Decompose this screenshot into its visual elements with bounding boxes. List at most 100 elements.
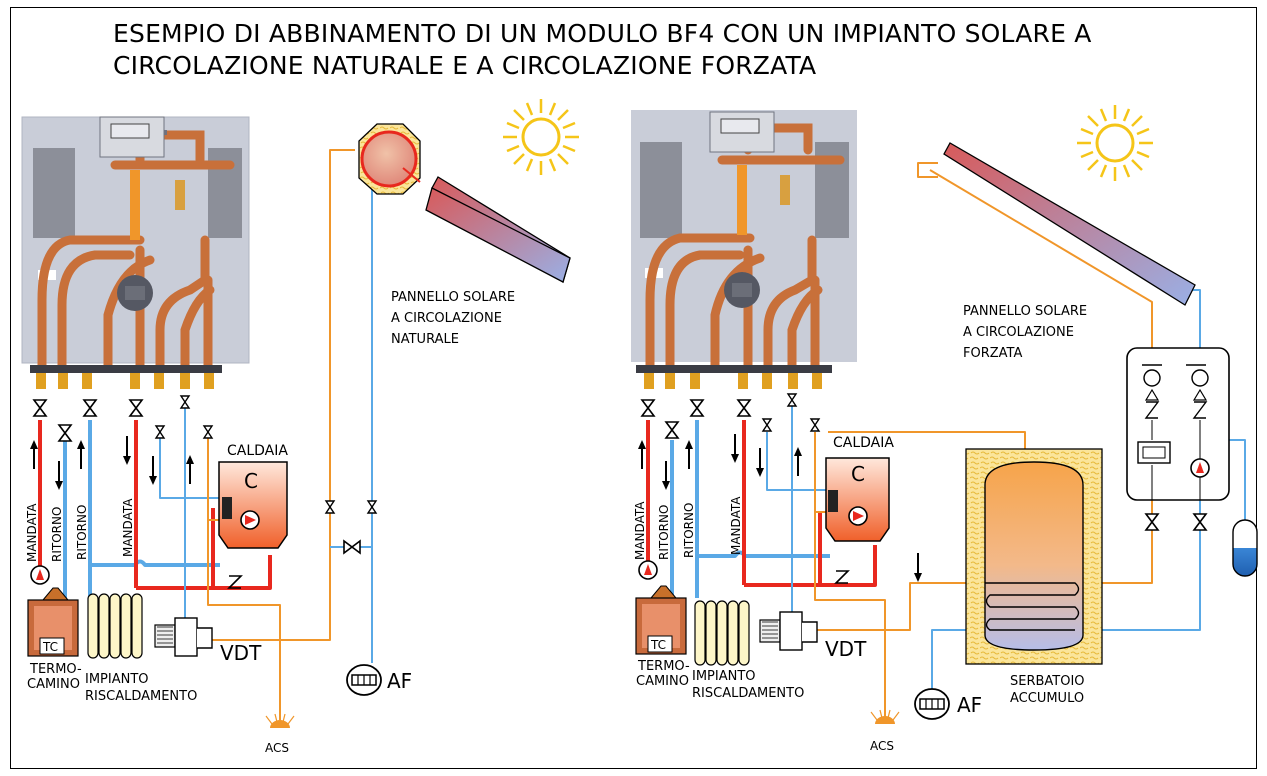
solar-panel-forced-icon	[943, 142, 1196, 306]
label-panel: A CIRCOLAZIONE	[391, 311, 502, 326]
water-meter-icon	[346, 664, 382, 696]
valve-icon	[33, 399, 47, 417]
pump-icon	[240, 510, 260, 530]
flow-arrow-up-icon	[185, 454, 195, 485]
label-panel: PANNELLO SOLARE	[963, 304, 1087, 319]
valve-icon	[1193, 513, 1207, 531]
termocamino-icon	[635, 585, 687, 655]
flow-arrow-up-icon	[684, 439, 694, 470]
diagram-frame	[10, 7, 1257, 769]
right-components	[635, 103, 1258, 725]
label-ritorno: RITORNO	[657, 505, 671, 560]
solar-collector-natural-icon	[358, 123, 571, 284]
boiler-icon	[825, 457, 890, 542]
label-panel: NATURALE	[391, 332, 459, 347]
label-serbatoio: SERBATOIO	[1010, 674, 1085, 689]
thermostatic-mixing-valve-icon	[154, 617, 213, 657]
shower-icon	[265, 712, 295, 729]
flow-arrow-down-icon	[755, 447, 765, 478]
flow-arrow-down-icon	[54, 460, 64, 491]
label-tc: TC	[650, 638, 666, 652]
termocamino-icon	[27, 587, 79, 657]
flow-arrow-down-icon	[148, 455, 158, 486]
label-af: AF	[957, 693, 982, 717]
label-tc: TC	[42, 640, 58, 654]
thermostatic-mixing-valve-icon	[759, 611, 818, 651]
label-af: AF	[387, 669, 412, 693]
valve-icon	[1145, 513, 1159, 531]
right-labels: MANDATA RITORNO RITORNO MANDATA CALDAIA …	[633, 304, 1087, 753]
label-termocamino: TERMO-	[29, 662, 82, 677]
valve-icon	[641, 399, 655, 417]
label-acs: ACS	[265, 741, 289, 755]
label-accumulo: ACCUMULO	[1010, 691, 1084, 706]
radiator-icon	[87, 593, 143, 659]
flow-arrow-down-icon	[913, 552, 923, 583]
label-ritorno: RITORNO	[50, 507, 64, 562]
label-acs: ACS	[870, 739, 894, 753]
left-components	[27, 97, 581, 729]
label-termocamino: TERMO-	[637, 659, 690, 674]
flow-arrow-up-icon	[637, 439, 647, 470]
label-mandata: MANDATA	[729, 496, 743, 555]
diagram-title-line-2: CIRCOLAZIONE NATURALE E A CIRCOLAZIONE F…	[113, 51, 817, 80]
sun-icon	[1075, 103, 1155, 183]
valve-icon	[690, 399, 704, 417]
flow-arrow-up-icon	[29, 439, 39, 470]
left-labels: MANDATA RITORNO RITORNO MANDATA CALDAIA …	[25, 290, 515, 755]
label-caldaia-letter: C	[851, 462, 865, 486]
label-panel: A CIRCOLAZIONE	[963, 325, 1074, 340]
label-ritorno: RITORNO	[75, 505, 89, 560]
left-piping	[38, 149, 373, 720]
label-termocamino: CAMINO	[27, 677, 80, 692]
solar-pump-station-icon	[1126, 347, 1230, 501]
shower-icon	[870, 708, 900, 725]
valve-icon	[155, 425, 165, 439]
valve-icon	[762, 418, 772, 432]
valve-icon	[203, 425, 213, 439]
left-module-bf4	[21, 116, 250, 389]
valve-icon	[367, 500, 377, 514]
boiler-icon	[218, 461, 288, 549]
label-mandata: MANDATA	[633, 501, 647, 560]
pump-icon	[848, 506, 868, 526]
label-termocamino: CAMINO	[636, 674, 689, 689]
valve-icon	[810, 418, 820, 432]
label-vdt: VDT	[825, 637, 867, 661]
label-panel: PANNELLO SOLARE	[391, 290, 515, 305]
flow-arrow-up-icon	[76, 439, 86, 470]
valve-icon	[787, 393, 797, 407]
label-impianto: IMPIANTO	[692, 669, 756, 684]
check-valve-icon	[835, 570, 849, 584]
label-riscaldamento: RISCALDAMENTO	[692, 686, 804, 701]
label-vdt: VDT	[220, 641, 262, 665]
storage-tank-icon	[965, 448, 1103, 665]
valve-icon	[737, 399, 751, 417]
flow-arrow-down-icon	[730, 433, 740, 464]
flow-arrow-down-icon	[122, 435, 132, 466]
valve-icon	[83, 399, 97, 417]
sun-icon	[501, 97, 581, 177]
diagram-title-line-1: ESEMPIO DI ABBINAMENTO DI UN MODULO BF4 …	[113, 19, 1092, 48]
valve-icon	[180, 395, 190, 409]
pump-icon	[30, 565, 50, 585]
label-mandata: MANDATA	[25, 503, 39, 562]
valve-icon	[129, 399, 143, 417]
label-panel: FORZATA	[963, 346, 1022, 361]
water-meter-icon	[914, 688, 950, 720]
valve-icon	[343, 540, 361, 554]
valve-icon	[665, 421, 679, 439]
flow-arrow-down-icon	[661, 460, 671, 491]
pump-icon	[638, 560, 658, 580]
right-module-bf4	[631, 110, 857, 389]
label-caldaia-letter: C	[244, 469, 258, 493]
label-riscaldamento: RISCALDAMENTO	[85, 689, 197, 704]
flow-arrow-up-icon	[793, 446, 803, 477]
expansion-vessel-icon	[1232, 519, 1258, 577]
thermometer-icon	[1143, 369, 1161, 387]
label-caldaia: CALDAIA	[833, 435, 894, 451]
radiator-icon	[694, 600, 750, 666]
valve-icon	[58, 424, 72, 442]
label-impianto: IMPIANTO	[85, 672, 149, 687]
